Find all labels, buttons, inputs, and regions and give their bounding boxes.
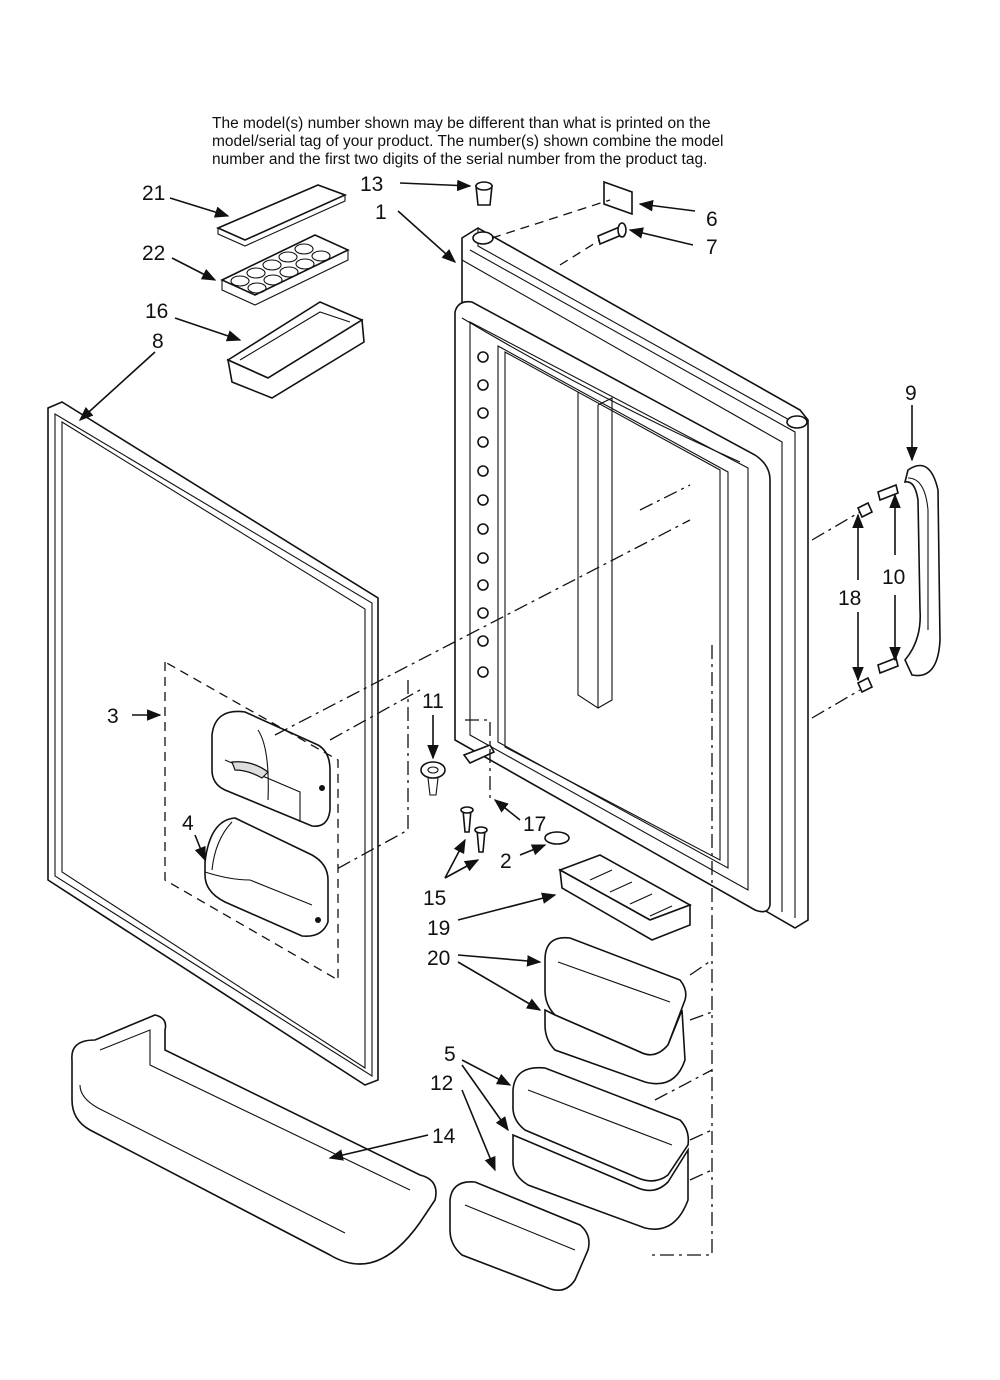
guide-line xyxy=(654,959,713,1181)
callout-7: 7 xyxy=(706,236,718,259)
door-bin-lower xyxy=(512,1133,689,1230)
callout-12: 12 xyxy=(430,1072,453,1095)
guide-line xyxy=(465,719,491,800)
callout-11: 11 xyxy=(422,690,444,713)
handle-nuts xyxy=(856,501,874,694)
tag-label xyxy=(603,180,633,216)
callout-9: 9 xyxy=(905,382,917,405)
door-bin-middle xyxy=(512,1066,690,1182)
can-rack xyxy=(558,854,692,941)
callout-6: 6 xyxy=(706,208,718,231)
note-line-2: model/serial tag of your product. The nu… xyxy=(212,133,724,150)
callout-14: 14 xyxy=(432,1125,456,1148)
hinge-bracket xyxy=(462,744,496,764)
callout-2: 2 xyxy=(500,850,512,873)
callout-15: 15 xyxy=(423,887,446,910)
guide-line xyxy=(650,645,713,1256)
guide-line xyxy=(639,484,691,511)
callout-labels: 13 1 6 7 21 22 16 8 9 10 18 3 4 11 17 2 … xyxy=(107,173,917,1148)
hinge-screw xyxy=(597,222,627,246)
dispenser-cover xyxy=(211,710,331,827)
callout-10: 10 xyxy=(882,566,905,589)
callout-16: 16 xyxy=(145,300,168,323)
guide-line xyxy=(811,689,861,719)
callout-20: 20 xyxy=(427,947,450,970)
callout-5: 5 xyxy=(444,1043,456,1066)
dispenser-bin xyxy=(204,817,329,938)
top-plug xyxy=(475,181,493,206)
dispenser-bushing xyxy=(420,761,446,796)
guide-line xyxy=(329,689,421,741)
handle-screws xyxy=(877,483,899,675)
callout-4: 4 xyxy=(182,812,194,835)
callout-3: 3 xyxy=(107,705,119,728)
callout-1: 1 xyxy=(375,201,387,224)
note-line-3: number and the first two digits of the s… xyxy=(212,151,708,168)
door-bin-bottom xyxy=(71,1014,437,1265)
callout-leaders xyxy=(78,179,918,1172)
callout-17: 17 xyxy=(523,813,546,836)
shelf-holes xyxy=(477,351,489,678)
door-ribs xyxy=(577,392,613,710)
small-door-bin xyxy=(226,301,365,399)
bracket-screws xyxy=(460,806,488,853)
guide-line xyxy=(559,239,601,266)
callout-18: 18 xyxy=(838,587,861,610)
egg-tray xyxy=(220,234,350,306)
guide-line xyxy=(811,511,861,541)
callout-19: 19 xyxy=(427,917,450,940)
screw-cap xyxy=(544,831,570,845)
callout-13: 13 xyxy=(360,173,383,196)
guide-line xyxy=(274,519,691,736)
callout-21: 21 xyxy=(142,182,165,205)
egg-tray-lid xyxy=(216,184,348,247)
door-bin-upper-2 xyxy=(544,1008,686,1085)
model-number-note: The model(s) number shown may be differe… xyxy=(212,115,792,169)
note-line-1: The model(s) number shown may be differe… xyxy=(212,115,711,132)
callout-22: 22 xyxy=(142,242,165,265)
guide-line xyxy=(491,199,611,239)
callout-8: 8 xyxy=(152,330,164,353)
door-bin-small xyxy=(449,1181,590,1291)
door-handle xyxy=(903,464,941,677)
